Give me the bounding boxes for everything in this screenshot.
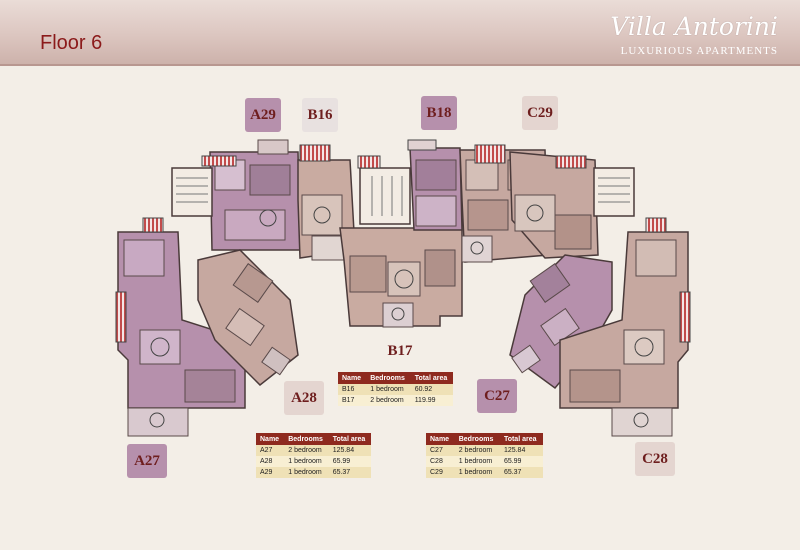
balcony [115, 291, 127, 343]
balcony [201, 155, 237, 167]
balcony [679, 291, 691, 343]
label-a27[interactable]: A27 [127, 444, 167, 478]
table-row: C27 2 bedroom 125.84 [426, 445, 543, 456]
col-area: Total area [410, 372, 453, 384]
header-banner: Floor 6 Villa Antorini LUXURIOUS APARTME… [0, 0, 800, 66]
table-row: B17 2 bedroom 119.99 [338, 395, 453, 406]
balcony [142, 217, 164, 233]
col-name: Name [426, 433, 455, 445]
label-c28[interactable]: C28 [635, 442, 675, 476]
unit-c29-east-plan[interactable] [509, 151, 599, 259]
balcony [555, 155, 587, 169]
balcony [299, 144, 331, 162]
area-table-c: Name Bedrooms Total area C27 2 bedroom 1… [426, 433, 543, 478]
label-a28[interactable]: A28 [284, 381, 324, 415]
unit-b17-plan[interactable] [339, 227, 463, 328]
balcony [407, 139, 437, 151]
col-area: Total area [499, 433, 543, 445]
floor-title: Floor 6 [40, 32, 103, 54]
brand-tagline: LUXURIOUS APARTMENTS [620, 45, 778, 57]
table-row: A29 1 bedroom 65.37 [256, 467, 371, 478]
table-row: A27 2 bedroom 125.84 [256, 445, 371, 456]
unit-c27-plan[interactable] [509, 254, 613, 390]
table-row: C29 1 bedroom 65.37 [426, 467, 543, 478]
balcony [645, 217, 667, 233]
col-bedrooms: Bedrooms [284, 433, 329, 445]
stair-center [359, 167, 411, 225]
col-bedrooms: Bedrooms [454, 433, 500, 445]
label-b16[interactable]: B16 [302, 98, 338, 132]
col-name: Name [256, 433, 285, 445]
balcony [357, 155, 381, 169]
label-b17[interactable]: B17 [387, 342, 413, 359]
unit-a27-plan[interactable] [117, 231, 246, 437]
balcony [474, 144, 506, 164]
col-bedrooms: Bedrooms [366, 372, 411, 384]
label-b18[interactable]: B18 [421, 96, 457, 130]
table-row: A28 1 bedroom 65.99 [256, 456, 371, 467]
col-name: Name [338, 372, 367, 384]
stair-left [171, 167, 213, 217]
area-table-b: Name Bedrooms Total area B16 1 bedroom 6… [338, 372, 453, 406]
label-c27[interactable]: C27 [477, 379, 517, 413]
brand-name: Villa Antorini [610, 12, 778, 41]
table-row: B16 1 bedroom 60.92 [338, 384, 453, 395]
unit-c28-plan[interactable] [559, 231, 689, 437]
col-area: Total area [328, 433, 371, 445]
area-table-a: Name Bedrooms Total area A27 2 bedroom 1… [256, 433, 371, 478]
table-row: C28 1 bedroom 65.99 [426, 456, 543, 467]
label-a29[interactable]: A29 [245, 98, 281, 132]
label-c29[interactable]: C29 [522, 96, 558, 130]
unit-b18-plan[interactable] [409, 147, 463, 231]
stair-right [593, 167, 635, 217]
unit-a28-plan[interactable] [197, 249, 299, 387]
